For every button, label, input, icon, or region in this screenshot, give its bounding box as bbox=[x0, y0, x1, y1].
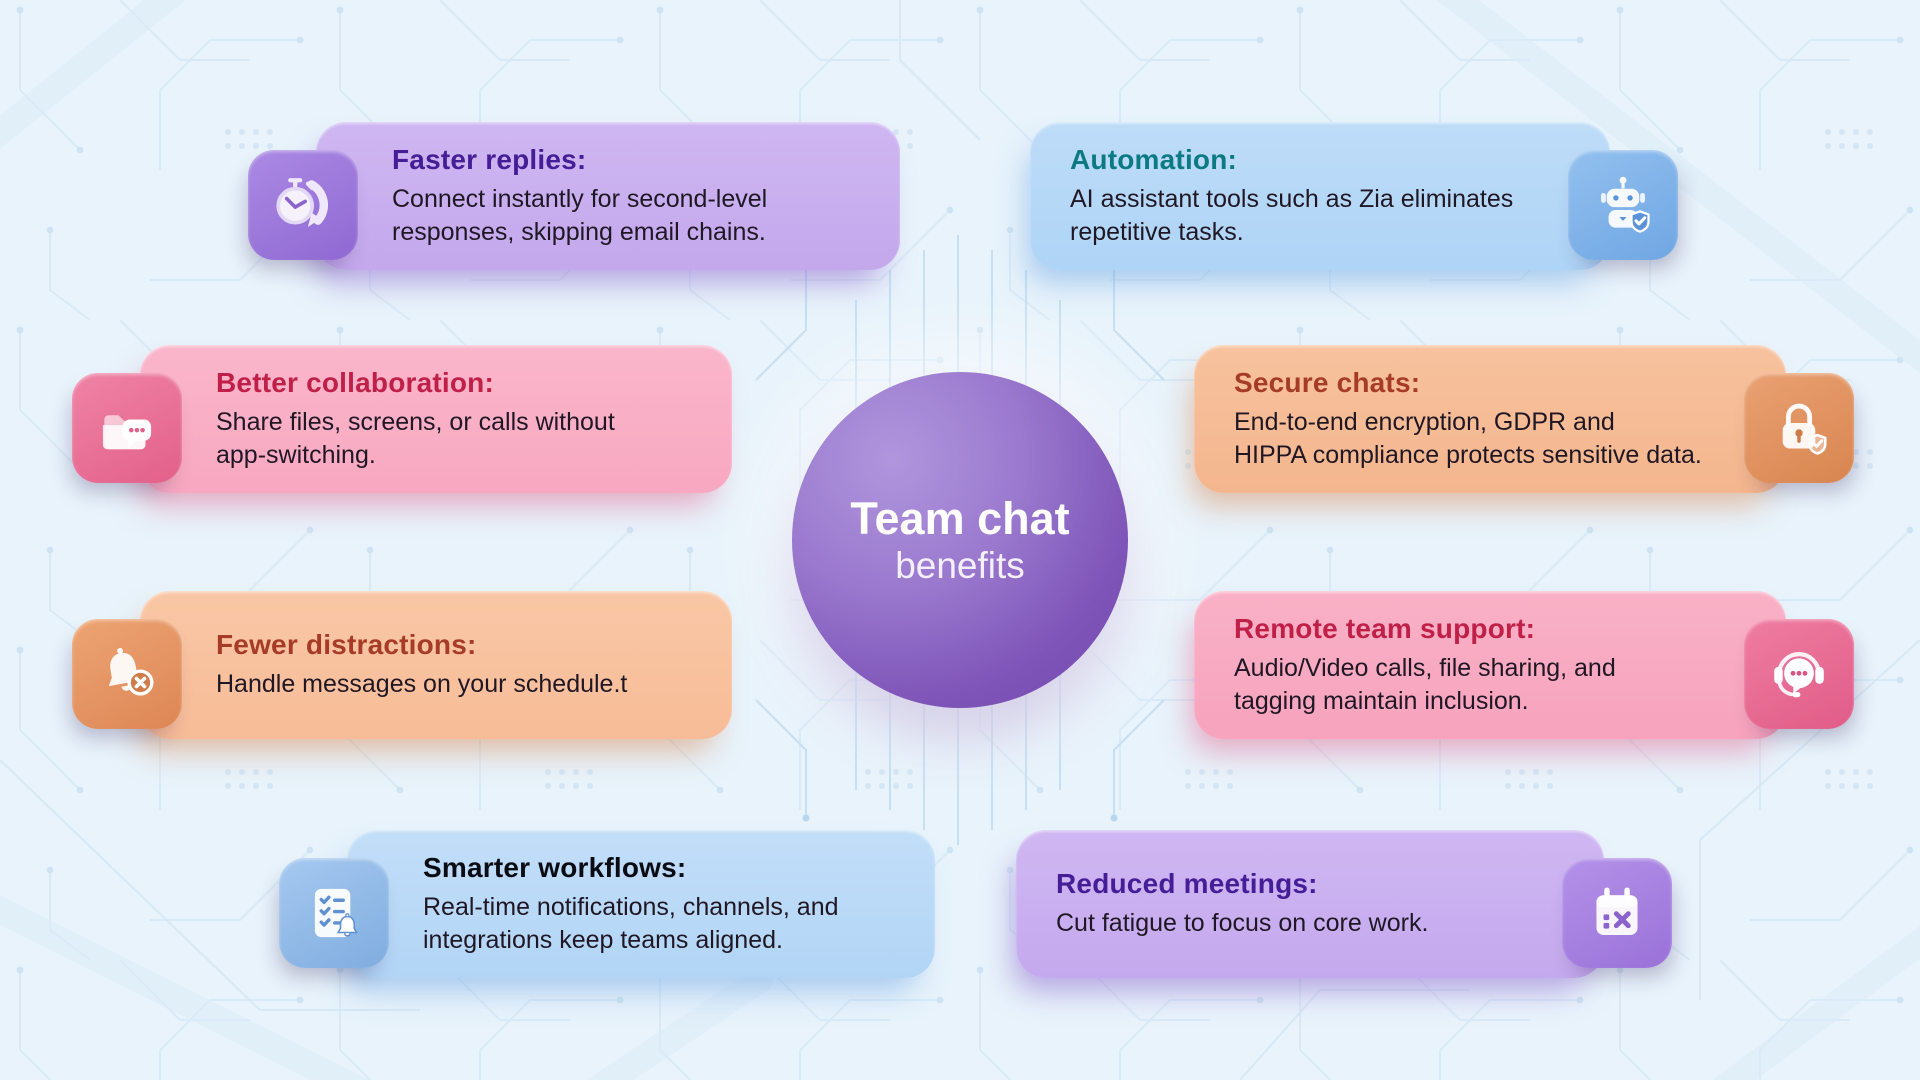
icon-tile bbox=[72, 619, 182, 729]
card-text: Smarter workflows: Real-time notificatio… bbox=[347, 852, 855, 956]
card-heading: Fewer distractions: bbox=[216, 629, 477, 661]
checklist-bell-icon bbox=[314, 888, 358, 938]
benefit-card-secure-chats: Secure chats: End-to-end encryption, GDP… bbox=[1194, 345, 1854, 493]
calendar-x-icon bbox=[1596, 887, 1638, 935]
benefit-card-remote-team-support: Remote team support: Audio/Video calls, … bbox=[1194, 591, 1854, 739]
card-heading: Smarter workflows: bbox=[423, 852, 687, 883]
benefit-card-faster-replies: Faster replies: Connect instantly for se… bbox=[248, 122, 900, 270]
card-heading: Remote team support: bbox=[1234, 613, 1536, 644]
card-body: Real-time notifications, channels, and i… bbox=[423, 893, 839, 954]
icon-tile bbox=[279, 858, 389, 968]
icon-tile bbox=[1744, 619, 1854, 729]
robot-shield-icon bbox=[1601, 176, 1650, 233]
card-body: Handle messages on your schedule.t bbox=[216, 670, 628, 699]
stopwatch-refresh-icon bbox=[276, 178, 328, 227]
card-text: Secure chats: End-to-end encryption, GDP… bbox=[1194, 367, 1758, 471]
center-title-line2: benefits bbox=[895, 544, 1025, 586]
card-heading: Automation: bbox=[1070, 144, 1238, 175]
icon-tile bbox=[1562, 858, 1672, 968]
center-circle: Team chat benefits bbox=[792, 372, 1128, 708]
bell-mute-icon bbox=[108, 648, 154, 696]
card-heading: Secure chats: bbox=[1234, 367, 1421, 398]
card-text: Fewer distractions: Handle messages on y… bbox=[140, 629, 643, 701]
card-text: Faster replies: Connect instantly for se… bbox=[316, 144, 783, 248]
benefit-card-fewer-distractions: Fewer distractions: Handle messages on y… bbox=[72, 591, 732, 739]
benefit-card-smarter-workflows: Smarter workflows: Real-time notificatio… bbox=[279, 830, 935, 978]
icon-tile bbox=[1744, 373, 1854, 483]
benefit-card-automation: Automation: AI assistant tools such as Z… bbox=[1030, 122, 1678, 270]
icon-tile bbox=[72, 373, 182, 483]
card-body: Connect instantly for second-level respo… bbox=[392, 185, 768, 246]
card-body: Cut fatigue to focus on core work. bbox=[1056, 909, 1429, 938]
card-text: Better collaboration: Share files, scree… bbox=[140, 367, 631, 471]
card-body: Audio/Video calls, file sharing, and tag… bbox=[1234, 654, 1616, 715]
card-heading: Reduced meetings: bbox=[1056, 868, 1318, 900]
card-text: Automation: AI assistant tools such as Z… bbox=[1030, 144, 1569, 248]
card-body: End-to-end encryption, GDPR and HIPPA co… bbox=[1234, 408, 1702, 469]
headset-chat-icon bbox=[1774, 652, 1824, 698]
icon-tile bbox=[248, 150, 358, 260]
card-body: Share files, screens, or calls without a… bbox=[216, 408, 615, 469]
center-title-line1: Team chat bbox=[850, 492, 1070, 544]
benefit-card-better-collaboration: Better collaboration: Share files, scree… bbox=[72, 345, 732, 493]
lock-shield-icon bbox=[1782, 403, 1827, 455]
card-body: AI assistant tools such as Zia eliminate… bbox=[1070, 185, 1514, 246]
folder-chat-icon bbox=[102, 415, 152, 450]
icon-tile bbox=[1568, 150, 1678, 260]
card-heading: Faster replies: bbox=[392, 144, 587, 175]
card-text: Reduced meetings: Cut fatigue to focus o… bbox=[1016, 868, 1484, 940]
card-text: Remote team support: Audio/Video calls, … bbox=[1194, 613, 1672, 717]
card-heading: Better collaboration: bbox=[216, 367, 495, 398]
benefit-card-reduced-meetings: Reduced meetings: Cut fatigue to focus o… bbox=[1016, 830, 1672, 978]
